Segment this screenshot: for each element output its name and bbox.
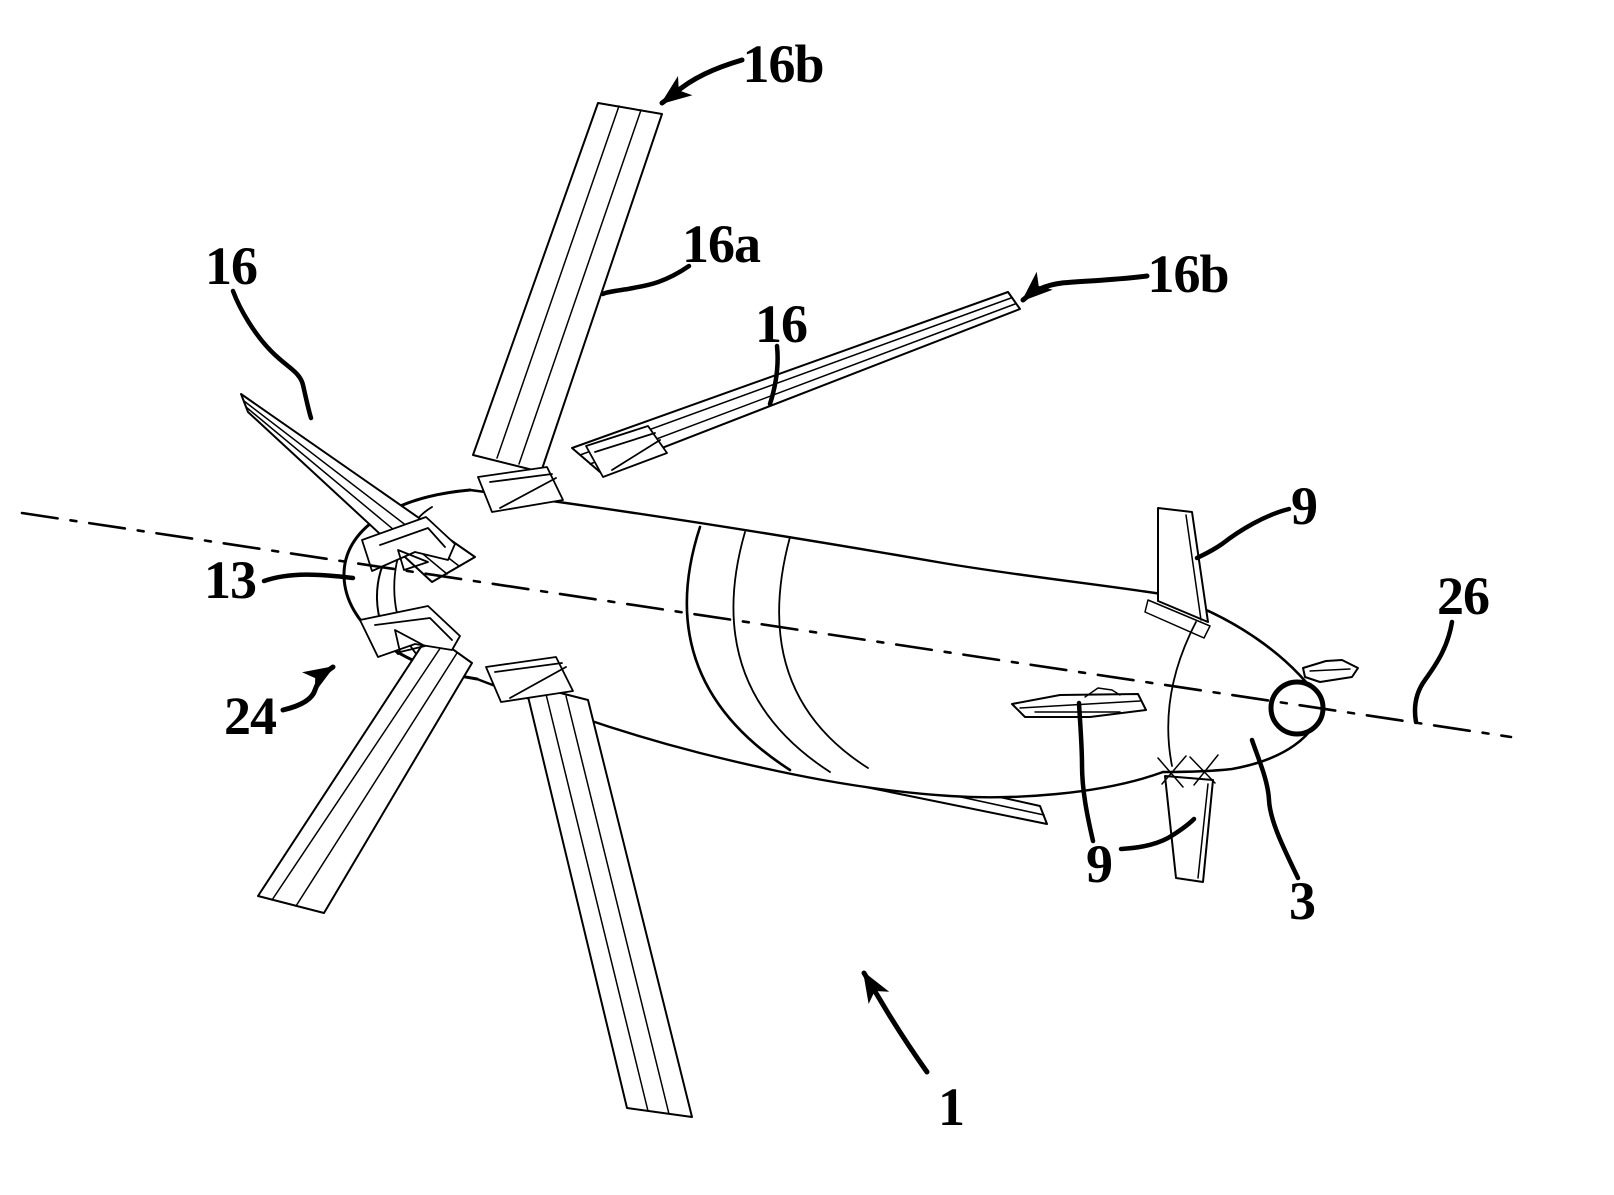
bracket-upper-left [361,516,456,572]
leader-26 [1412,619,1455,725]
leader-9-bottom-2 [1118,816,1197,852]
bracket-lower-left [359,605,461,658]
ref-label-13: 13 [204,550,257,610]
longitudinal-axis-line [20,511,1513,739]
body-top-edge [468,488,1170,597]
leader-16b-top [659,57,745,106]
leader-9-top [1194,506,1292,561]
ref-label-16-left: 16 [205,236,258,296]
ref-label-9-bottom: 9 [1086,834,1113,894]
leader-16-right [767,343,780,407]
ref-label-26: 26 [1437,566,1490,626]
ref-label-16b-right: 16b [1147,244,1229,304]
ref-label-1: 1 [938,1077,965,1137]
ref-label-24: 24 [224,686,277,746]
leader-lines [230,57,1455,1075]
ref-label-16-right: 16 [755,294,808,354]
tail-fin-top [472,102,663,473]
fin-root-brackets [359,425,668,703]
canard-top [1144,507,1211,639]
leader-16a [600,263,692,297]
leader-9-bottom [1076,700,1096,844]
ref-label-9-top: 9 [1291,476,1318,536]
tail-fin-lower-middle [524,683,693,1118]
body-ring [778,536,869,769]
nose-canards [1011,507,1359,883]
leader-16b-right [1020,271,1150,303]
canard-right [1302,659,1359,683]
ref-label-16a: 16a [682,214,761,274]
tail-fins [240,102,1021,1118]
canard-bottom [1157,754,1219,883]
nose-inner-arc [1167,621,1197,767]
tail-fin-upper-right [571,291,1021,473]
leader-16-left [230,288,314,421]
tail-fin-lower-left [257,632,473,914]
leader-24 [280,664,336,713]
body-ring [732,531,831,773]
bracket-upper-right [585,425,668,478]
leader-3 [1249,737,1301,881]
leader-1 [861,970,930,1075]
ref-label-16b-top: 16b [742,34,824,94]
bracket-lower-right [485,656,574,703]
ref-label-3: 3 [1289,871,1316,931]
leader-13 [261,572,356,584]
bracket-top [477,466,564,513]
body-ring [685,525,792,772]
